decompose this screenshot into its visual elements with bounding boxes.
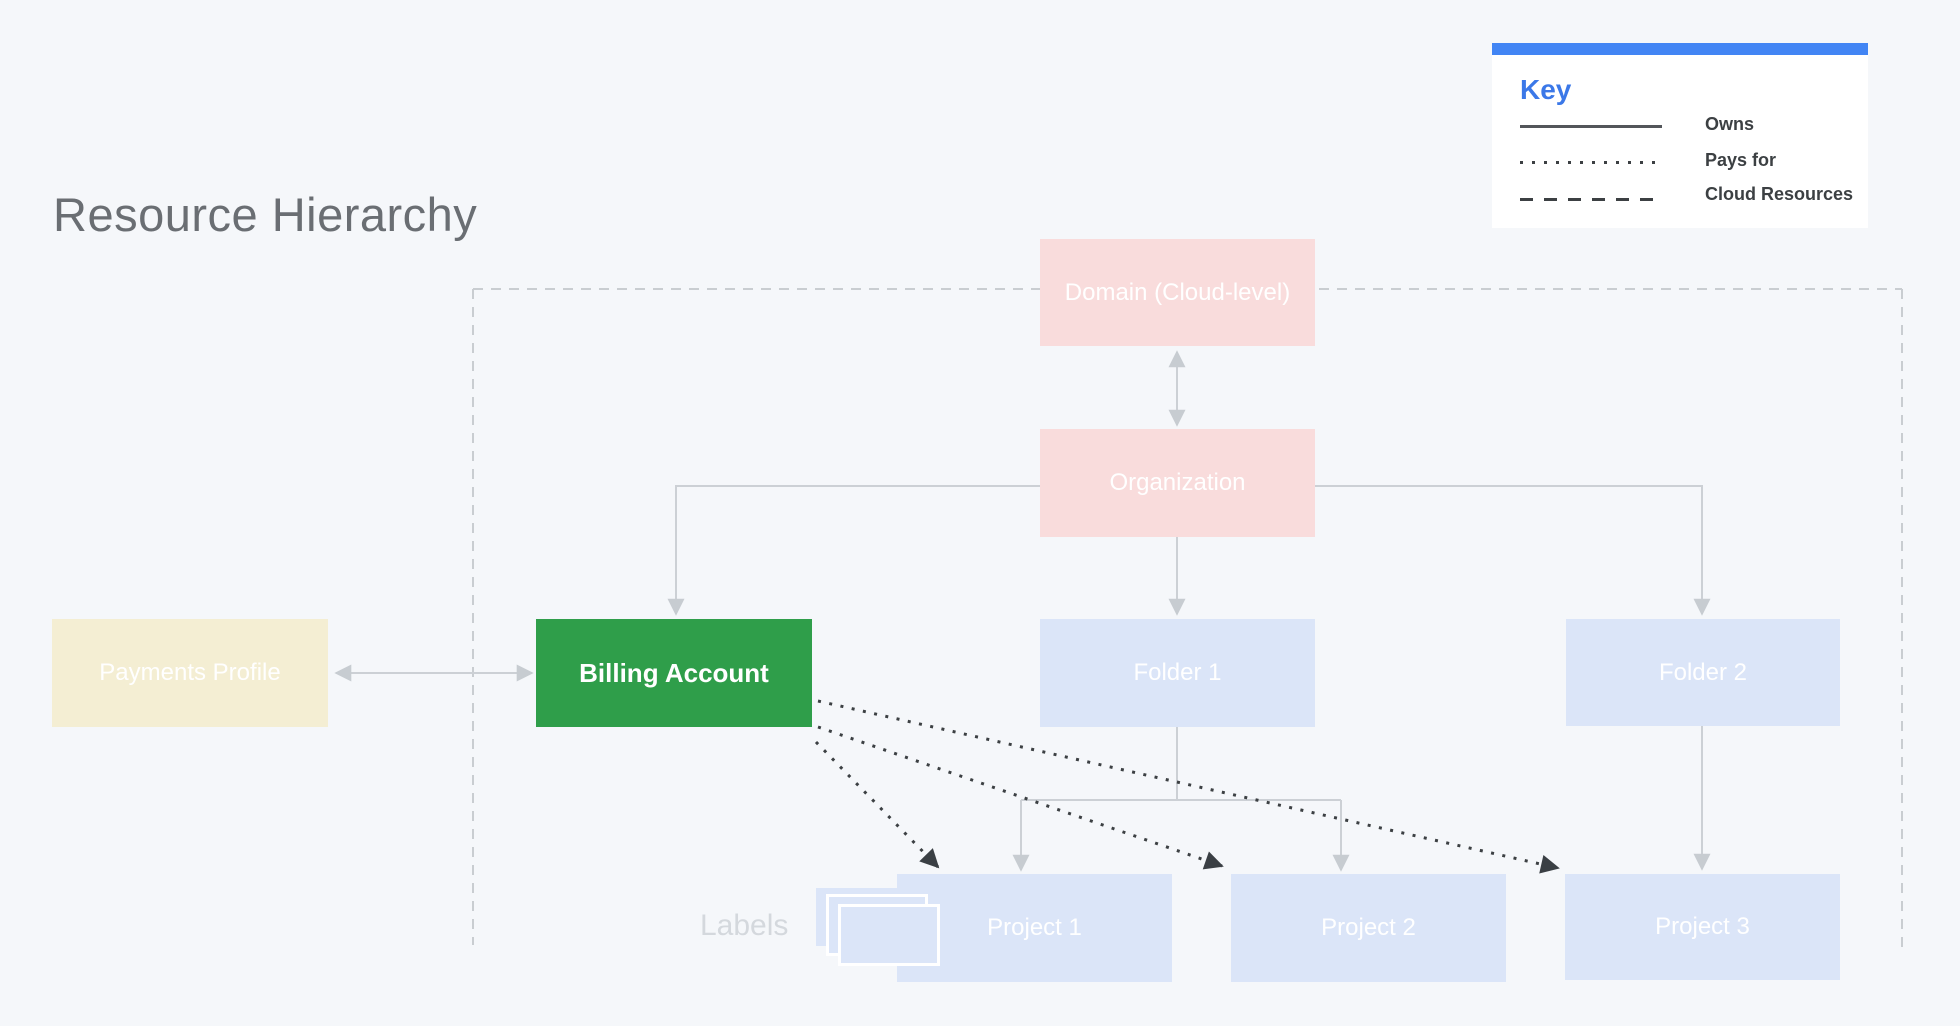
- pays-for-connectors: [814, 699, 1560, 874]
- node-domain: Domain (Cloud-level): [1040, 239, 1315, 346]
- node-project1: Project 1: [897, 874, 1172, 982]
- page-title: Resource Hierarchy: [53, 188, 478, 241]
- stacked-labels-icon: [816, 888, 946, 970]
- owns-edge-organization-billing-account: [667, 485, 1040, 616]
- key-accent-bar: [1492, 43, 1868, 55]
- label-card-front-icon: [838, 904, 940, 966]
- node-billing-account: Billing Account: [536, 619, 812, 727]
- key-label-owns: Owns: [1705, 114, 1755, 134]
- key-legend: Key Owns Pays for Cloud Resources: [1492, 43, 1868, 228]
- node-project3: Project 3: [1565, 874, 1840, 980]
- owns-connectors: [334, 350, 1711, 872]
- folder1-branch-splitter: [1021, 727, 1341, 801]
- cloud-resources-boundary: [472, 288, 1903, 950]
- key-heading: Key: [1520, 74, 1572, 105]
- node-folder1-label: Folder 1: [1133, 659, 1222, 686]
- node-folder2: Folder 2: [1566, 619, 1840, 726]
- node-payments-profile-label: Payments Profile: [99, 659, 281, 686]
- node-billing-account-label: Billing Account: [579, 657, 769, 688]
- owns-edge-organization-folder2: [1315, 485, 1711, 616]
- node-folder1: Folder 1: [1040, 619, 1315, 727]
- owns-line-sample: [1520, 125, 1662, 128]
- node-project2: Project 2: [1231, 874, 1506, 982]
- node-domain-label: Domain (Cloud-level): [1064, 278, 1291, 306]
- node-payments-profile: Payments Profile: [52, 619, 328, 727]
- key-label-pays-for: Pays for: [1705, 150, 1777, 170]
- node-organization: Organization: [1040, 429, 1315, 537]
- node-folder2-label: Folder 2: [1658, 658, 1748, 686]
- pays-for-edge-billing-project1: [814, 740, 940, 869]
- node-project3-label: Project 3: [1655, 913, 1750, 940]
- pays-for-edge-billing-project2: [817, 725, 1224, 870]
- labels-caption: Labels: [700, 909, 789, 942]
- cloud-resources-line-sample: [1520, 198, 1662, 201]
- node-organization-label: Organization: [1109, 469, 1246, 496]
- node-project1-label: Project 1: [987, 914, 1082, 941]
- key-label-cloud-resources: Cloud Resources: [1705, 184, 1854, 204]
- node-project2-label: Project 2: [1321, 914, 1416, 941]
- pays-for-line-sample: [1520, 161, 1662, 164]
